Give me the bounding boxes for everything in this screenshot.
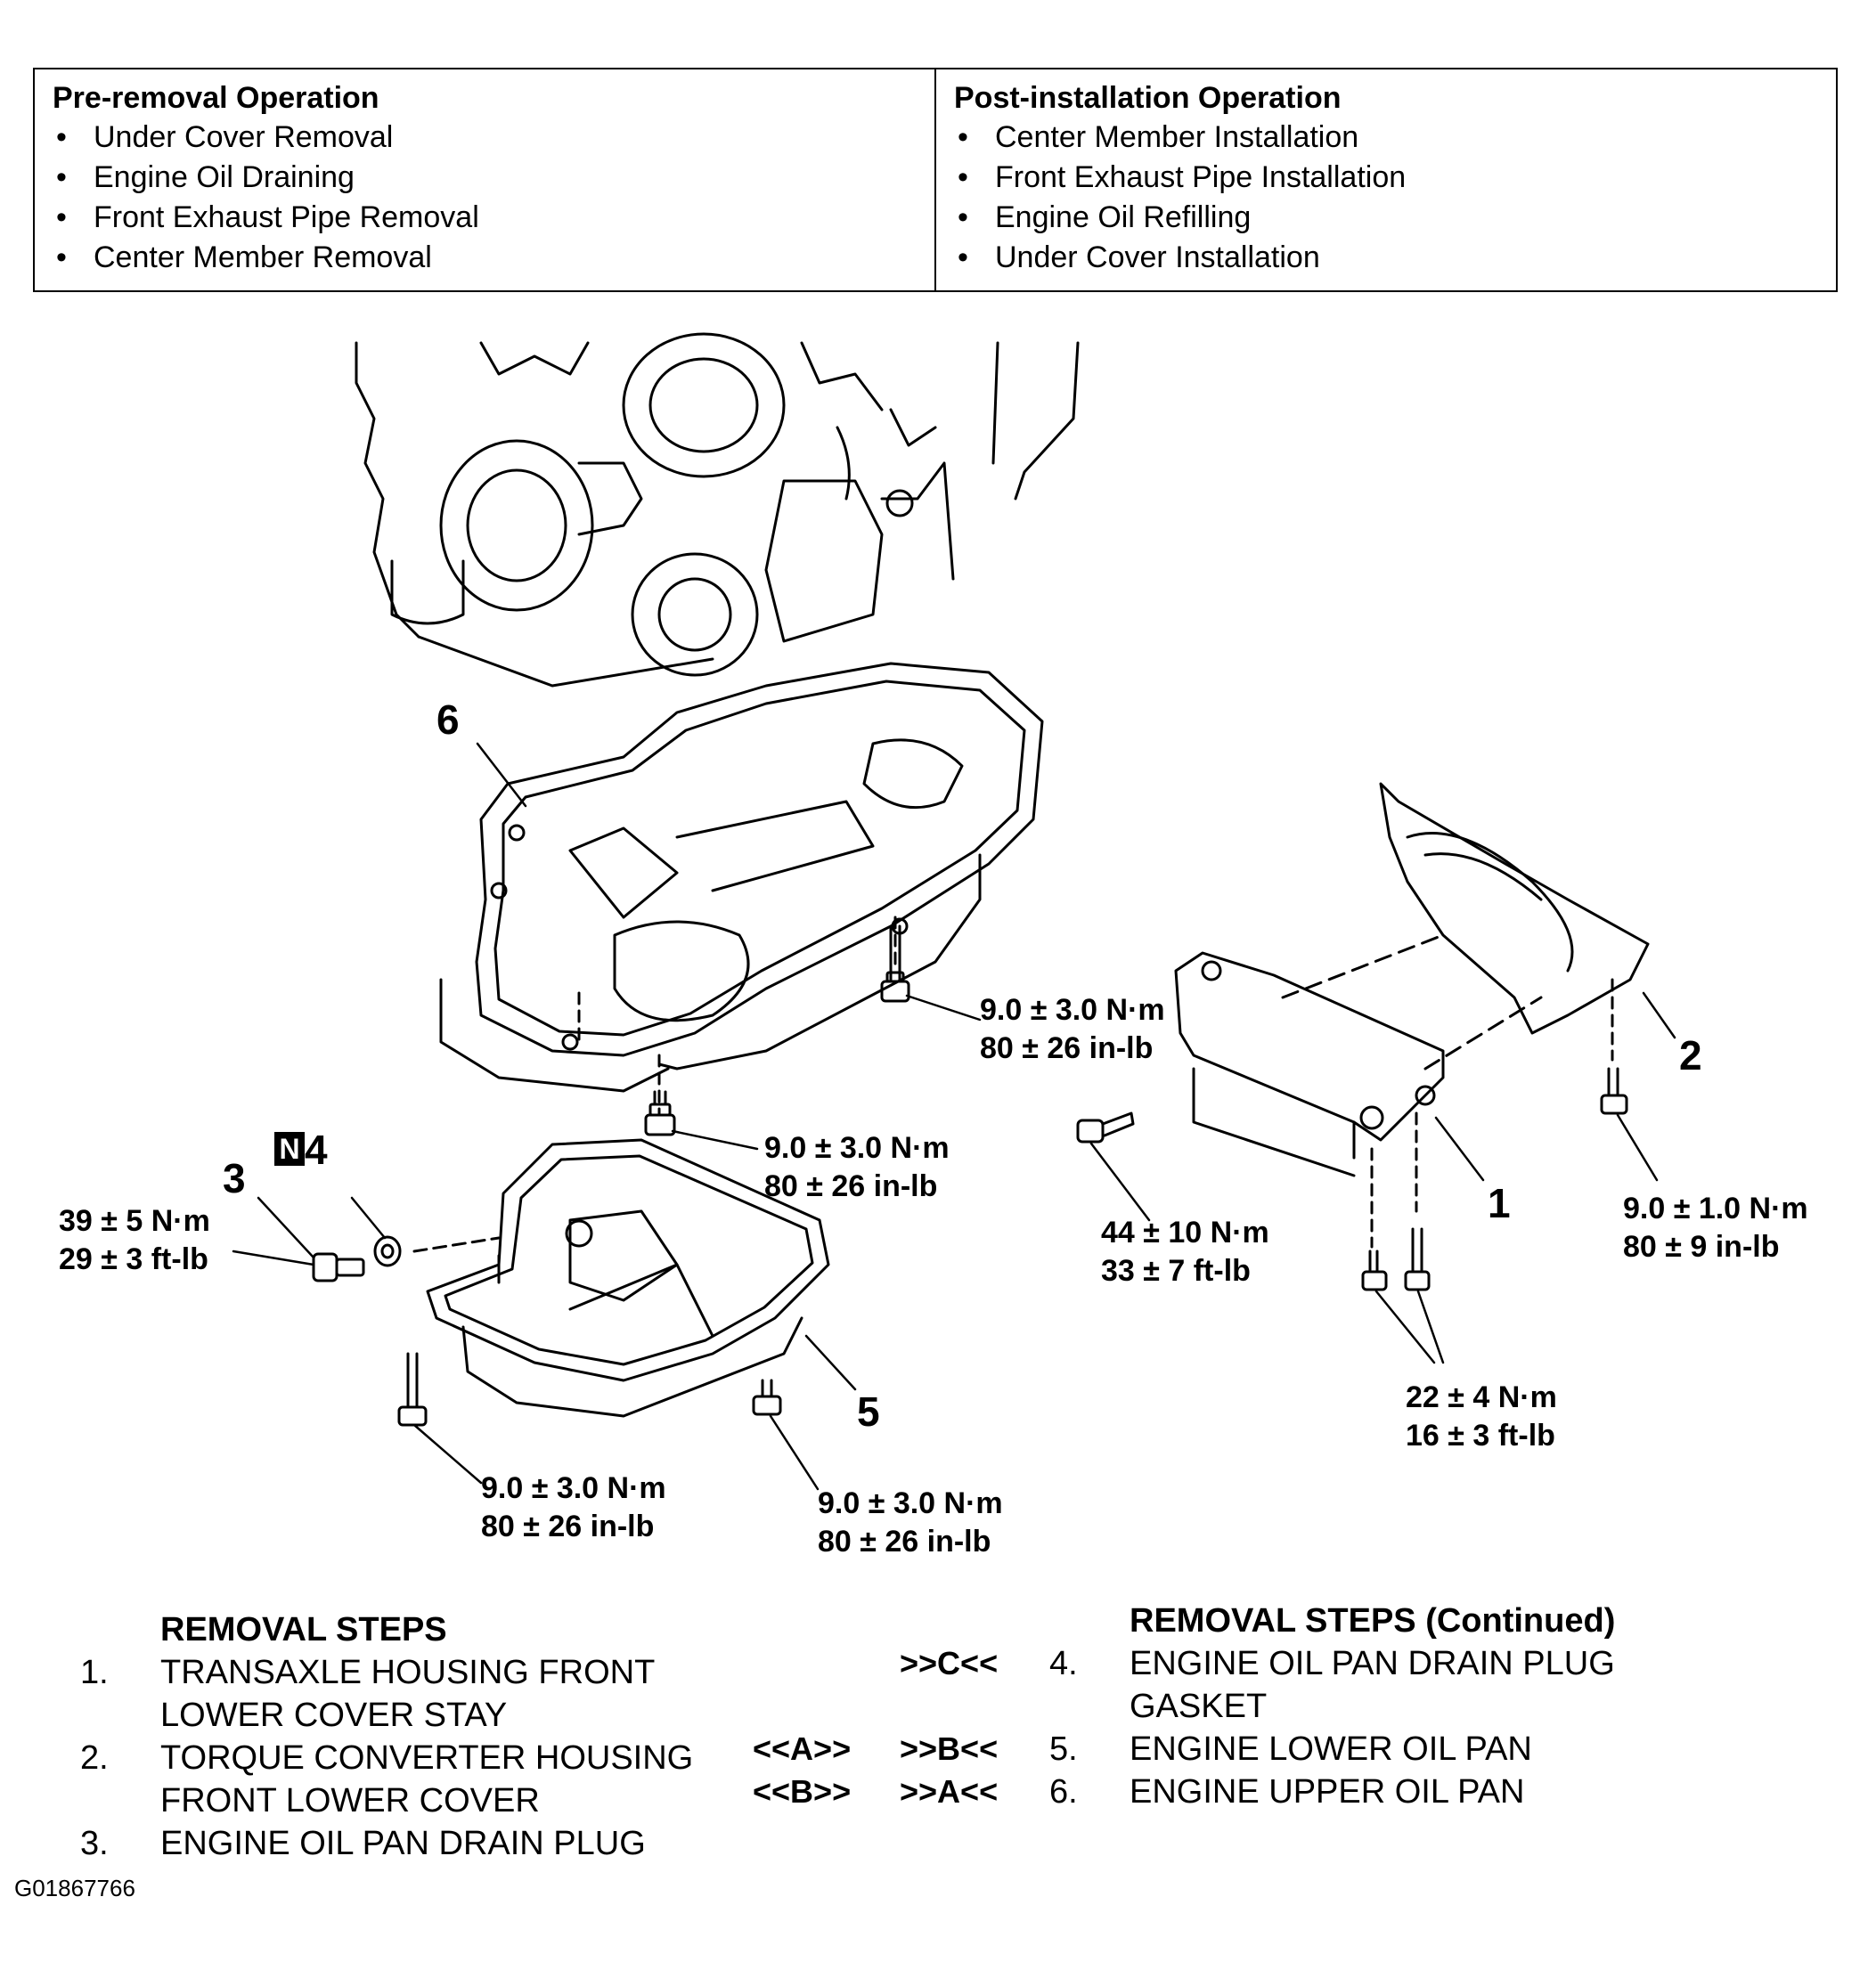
callout-4-number: 4: [305, 1127, 328, 1173]
install-marker: >>C<<: [900, 1645, 999, 1681]
post-installation-title: Post-installation Operation: [954, 81, 1342, 115]
step-text: ENGINE LOWER OIL PAN: [1130, 1730, 1532, 1768]
torque-label-stay-bolt: 44 ± 10 N·m 33 ± 7 ft-lb: [1101, 1214, 1269, 1290]
step-text: LOWER COVER STAY: [160, 1697, 508, 1734]
torque-metric: 9.0 ± 1.0 N·m: [1623, 1192, 1808, 1225]
pre-removal-column: Pre-removal Operation Under Cover Remova…: [35, 69, 934, 290]
torque-imperial: 80 ± 26 in-lb: [980, 1031, 1154, 1065]
step-number: 3.: [80, 1825, 109, 1862]
leader-lines: [232, 742, 1676, 1491]
torque-metric: 39 ± 5 N·m: [59, 1204, 210, 1238]
pre-removal-item: Under Cover Removal: [53, 118, 917, 158]
removal-marker: <<A>>: [753, 1730, 852, 1767]
new-part-tag: N: [274, 1132, 305, 1166]
post-installation-item: Center Member Installation: [954, 118, 1818, 158]
step-text: TORQUE CONVERTER HOUSING: [160, 1739, 694, 1777]
pre-removal-item: Center Member Removal: [53, 238, 917, 278]
torque-imperial: 16 ± 3 ft-lb: [1406, 1419, 1555, 1453]
install-marker: >>A<<: [900, 1773, 999, 1810]
callout-5: 5: [857, 1388, 880, 1435]
converter-cover-drawing: [1379, 782, 1650, 1062]
cover-stay-drawing: [1174, 933, 1543, 1249]
cover-bolt-drawing: [1600, 1067, 1628, 1115]
step-number: 2.: [80, 1739, 109, 1777]
torque-imperial: 80 ± 26 in-lb: [764, 1169, 938, 1203]
pre-removal-item: Front Exhaust Pipe Removal: [53, 198, 917, 238]
torque-label-cover-bolt: 9.0 ± 1.0 N·m 80 ± 9 in-lb: [1623, 1190, 1808, 1266]
engine-block-drawing: [355, 332, 1080, 688]
stay-lower-bolts-drawing: [1361, 1227, 1431, 1291]
callout-2: 2: [1679, 1032, 1702, 1079]
lower-oil-pan-drawing: [426, 1138, 830, 1418]
torque-label-drain-plug: 39 ± 5 N·m 29 ± 3 ft-lb: [59, 1202, 210, 1279]
install-marker: >>B<<: [900, 1730, 999, 1767]
step-number: 1.: [80, 1654, 109, 1691]
torque-imperial: 80 ± 26 in-lb: [818, 1525, 991, 1559]
step-text: FRONT LOWER COVER: [160, 1782, 540, 1819]
step-number: 5.: [1049, 1730, 1078, 1768]
callout-3: 3: [223, 1155, 246, 1201]
torque-label-lower-pan-right: 9.0 ± 3.0 N·m 80 ± 26 in-lb: [818, 1485, 1003, 1561]
torque-label-upper-pan-bottom: 9.0 ± 3.0 N·m 80 ± 26 in-lb: [764, 1129, 950, 1206]
step-number: 4.: [1049, 1645, 1078, 1682]
post-installation-column: Post-installation Operation Center Membe…: [934, 69, 1836, 290]
torque-label-lower-pan-left: 9.0 ± 3.0 N·m 80 ± 26 in-lb: [481, 1469, 666, 1546]
removal-marker: <<B>>: [753, 1773, 852, 1810]
callout-6: 6: [436, 696, 460, 743]
upper-oil-pan-drawing: [439, 662, 1044, 1115]
callout-1: 1: [1488, 1180, 1511, 1226]
post-installation-list: Center Member Installation Front Exhaust…: [954, 118, 1818, 278]
torque-label-upper-pan-right: 9.0 ± 3.0 N·m 80 ± 26 in-lb: [980, 991, 1165, 1068]
post-installation-item: Engine Oil Refilling: [954, 198, 1818, 238]
torque-imperial: 33 ± 7 ft-lb: [1101, 1254, 1251, 1288]
torque-metric: 9.0 ± 3.0 N·m: [481, 1471, 666, 1505]
lower-pan-bolts: [397, 1352, 782, 1427]
step-text: ENGINE OIL PAN DRAIN PLUG: [1130, 1645, 1615, 1682]
torque-metric: 22 ± 4 N·m: [1406, 1380, 1557, 1414]
removal-steps-title: REMOVAL STEPS: [160, 1611, 447, 1648]
step-text: TRANSAXLE HOUSING FRONT: [160, 1654, 656, 1691]
step-text: ENGINE OIL PAN DRAIN PLUG: [160, 1825, 646, 1862]
pre-removal-title: Pre-removal Operation: [53, 81, 379, 115]
torque-imperial: 80 ± 26 in-lb: [481, 1510, 655, 1543]
removal-steps-continued-title: REMOVAL STEPS (Continued): [1130, 1602, 1616, 1640]
torque-metric: 44 ± 10 N·m: [1101, 1216, 1269, 1250]
step-text: GASKET: [1130, 1688, 1268, 1725]
stay-bolt-drawing: [1076, 1111, 1135, 1144]
upper-pan-bolts: [644, 924, 910, 1136]
torque-imperial: 29 ± 3 ft-lb: [59, 1242, 208, 1276]
post-installation-item: Front Exhaust Pipe Installation: [954, 158, 1818, 198]
torque-metric: 9.0 ± 3.0 N·m: [764, 1131, 950, 1165]
drain-plug-drawing: [312, 1235, 501, 1282]
torque-imperial: 80 ± 9 in-lb: [1623, 1230, 1780, 1264]
torque-label-stay-lower-bolts: 22 ± 4 N·m 16 ± 3 ft-lb: [1406, 1379, 1557, 1455]
step-text: ENGINE UPPER OIL PAN: [1130, 1773, 1525, 1811]
pre-removal-list: Under Cover Removal Engine Oil Draining …: [53, 118, 917, 278]
torque-metric: 9.0 ± 3.0 N·m: [818, 1486, 1003, 1520]
pre-removal-item: Engine Oil Draining: [53, 158, 917, 198]
post-installation-item: Under Cover Installation: [954, 238, 1818, 278]
torque-metric: 9.0 ± 3.0 N·m: [980, 993, 1165, 1027]
figure-id: G01867766: [14, 1875, 135, 1901]
step-number: 6.: [1049, 1773, 1078, 1811]
operations-table: Pre-removal Operation Under Cover Remova…: [33, 68, 1838, 292]
